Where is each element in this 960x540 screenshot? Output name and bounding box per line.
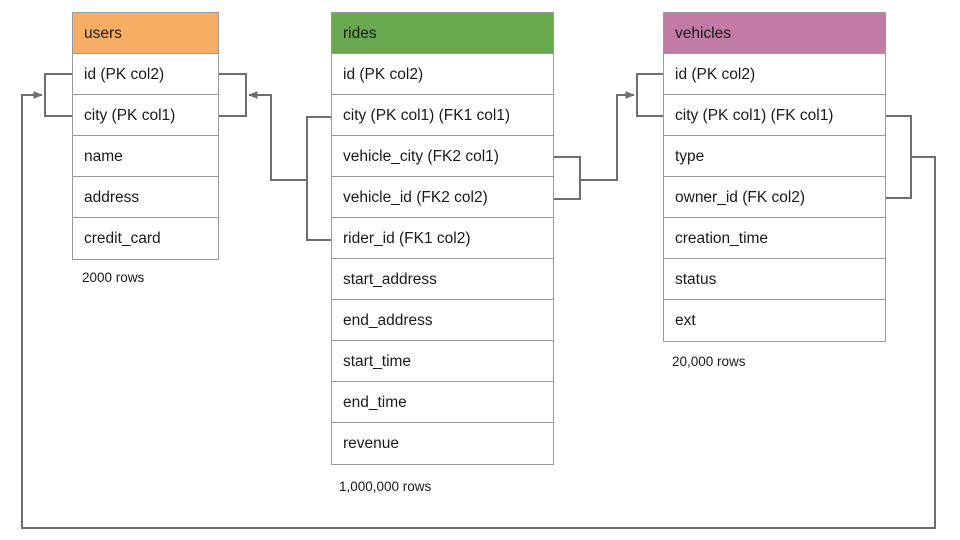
table-vehicles-column-owner-id[interactable]: owner_id (FK col2) bbox=[664, 177, 885, 218]
table-vehicles-header: vehicles bbox=[664, 13, 885, 54]
table-users-column-city[interactable]: city (PK col1) bbox=[73, 95, 218, 136]
rides-fk2-bracket bbox=[554, 156, 581, 200]
table-vehicles-column-creation-time[interactable]: creation_time bbox=[664, 218, 885, 259]
table-rides-row-count: 1,000,000 rows bbox=[339, 479, 432, 494]
table-vehicles[interactable]: vehicles id (PK col2) city (PK col1) (FK… bbox=[663, 12, 886, 342]
table-users-column-address[interactable]: address bbox=[73, 177, 218, 218]
table-rides-column-revenue[interactable]: revenue bbox=[332, 423, 553, 464]
table-vehicles-column-ext[interactable]: ext bbox=[664, 300, 885, 341]
table-rides-column-vehicle-city[interactable]: vehicle_city (FK2 col1) bbox=[332, 136, 553, 177]
table-users-column-name[interactable]: name bbox=[73, 136, 218, 177]
table-rides-column-end-time[interactable]: end_time bbox=[332, 382, 553, 423]
table-rides-header: rides bbox=[332, 13, 553, 54]
table-users-row-count: 2000 rows bbox=[82, 270, 145, 285]
table-users-column-creditcard[interactable]: credit_card bbox=[73, 218, 218, 259]
table-users-column-id[interactable]: id (PK col2) bbox=[73, 54, 218, 95]
rides-to-vehicles-wire bbox=[580, 91, 635, 181]
vehicles-right-bracket bbox=[886, 115, 912, 199]
table-rides-column-rider-id[interactable]: rider_id (FK1 col2) bbox=[332, 218, 553, 259]
table-rides-column-start-time[interactable]: start_time bbox=[332, 341, 553, 382]
rides-to-users-wire bbox=[248, 91, 307, 181]
users-left-bracket bbox=[44, 73, 72, 117]
table-vehicles-column-status[interactable]: status bbox=[664, 259, 885, 300]
table-vehicles-row-count: 20,000 rows bbox=[672, 354, 746, 369]
table-rides-column-vehicle-id[interactable]: vehicle_id (FK2 col2) bbox=[332, 177, 553, 218]
table-vehicles-column-id[interactable]: id (PK col2) bbox=[664, 54, 885, 95]
vehicles-left-bracket bbox=[636, 73, 663, 117]
users-right-bracket bbox=[219, 73, 247, 117]
table-rides-column-end-address[interactable]: end_address bbox=[332, 300, 553, 341]
table-users[interactable]: users id (PK col2) city (PK col1) name a… bbox=[72, 12, 219, 260]
table-rides[interactable]: rides id (PK col2) city (PK col1) (FK1 c… bbox=[331, 12, 554, 465]
table-rides-column-start-address[interactable]: start_address bbox=[332, 259, 553, 300]
table-rides-column-id[interactable]: id (PK col2) bbox=[332, 54, 553, 95]
table-vehicles-column-type[interactable]: type bbox=[664, 136, 885, 177]
table-rides-column-city[interactable]: city (PK col1) (FK1 col1) bbox=[332, 95, 553, 136]
table-users-header: users bbox=[73, 13, 218, 54]
rides-fk1-bracket bbox=[306, 116, 331, 241]
table-vehicles-column-city[interactable]: city (PK col1) (FK col1) bbox=[664, 95, 885, 136]
